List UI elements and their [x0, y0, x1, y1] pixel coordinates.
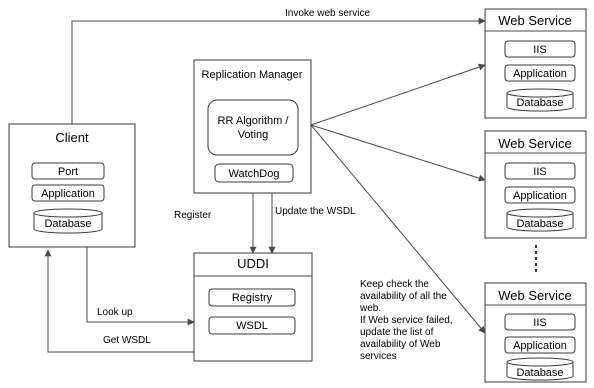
- uddi-wsdl-box: [208, 316, 296, 335]
- web-service-3-application-box: [504, 336, 576, 354]
- web-service-2-database-icon: [506, 208, 574, 232]
- web-service-2-title: Web Service: [498, 136, 571, 151]
- monitor-arrow-ws1: [310, 63, 486, 126]
- client-database-icon: [33, 208, 103, 234]
- web-service-2-application-label: Application: [513, 190, 567, 202]
- uddi-node: UDDI Registry WSDL: [193, 252, 313, 362]
- availability-note: Keep check the availability of all the w…: [359, 279, 453, 362]
- replication-manager-node: Replication Manager RR Algorithm / Votin…: [193, 59, 312, 194]
- web-service-1-database-label: Database: [516, 97, 563, 109]
- web-service-3-node: Web Service IIS Application Database: [484, 282, 587, 383]
- get-wsdl-label: Get WSDL: [103, 335, 151, 346]
- look-up-arrow: [86, 247, 195, 326]
- watchdog-label: WatchDog: [229, 168, 280, 180]
- web-service-3-title: Web Service: [498, 288, 571, 303]
- web-service-2-iis-box: [504, 162, 576, 180]
- note-line-2: availability of all the: [360, 291, 447, 302]
- client-application-box: [31, 184, 105, 202]
- note-line-7: services: [360, 351, 397, 362]
- note-line-6: availability of Web: [360, 339, 441, 350]
- web-service-1-node: Web Service IIS Application Database: [484, 8, 587, 119]
- web-service-3-iis-box: [504, 313, 576, 331]
- web-service-1-iis-box: [504, 40, 576, 58]
- web-service-1-database-icon: [506, 88, 574, 112]
- web-service-3-database-icon: [506, 357, 574, 381]
- rr-algorithm-line1: RR Algorithm /: [218, 115, 290, 127]
- web-service-2-iis-label: IIS: [533, 166, 546, 178]
- more-services-ellipsis: [535, 245, 537, 272]
- note-line-3: web.: [359, 303, 381, 314]
- client-port-box: [31, 162, 105, 180]
- client-database-label: Database: [44, 218, 91, 230]
- monitor-arrow-ws3: [310, 124, 486, 334]
- client-port-label: Port: [58, 166, 78, 178]
- register-label: Register: [174, 210, 212, 221]
- web-service-1-application-box: [504, 64, 576, 82]
- uddi-registry-box: [208, 288, 296, 307]
- replication-manager-title: Replication Manager: [202, 69, 303, 81]
- rr-algorithm-box: [207, 99, 299, 156]
- web-service-1-title: Web Service: [498, 13, 571, 28]
- web-service-2-database-label: Database: [516, 218, 563, 230]
- uddi-wsdl-label: WSDL: [236, 320, 268, 332]
- note-line-4: If Web service failed,: [360, 315, 453, 326]
- web-service-2-application-box: [504, 186, 576, 204]
- web-service-3-iis-label: IIS: [533, 317, 546, 329]
- invoke-web-service-label: Invoke web service: [285, 8, 370, 19]
- client-node: Client Port Application Database: [8, 123, 136, 248]
- web-service-3-application-label: Application: [513, 340, 567, 352]
- invoke-web-service-arrow: [71, 17, 486, 124]
- uddi-title: UDDI: [237, 256, 269, 271]
- get-wsdl-arrow: [44, 249, 194, 353]
- rr-algorithm-line2: Voting: [238, 129, 269, 141]
- web-service-1-iis-label: IIS: [533, 44, 546, 56]
- note-line-5: update the list of: [360, 327, 434, 338]
- note-line-1: Keep check the: [360, 279, 429, 290]
- update-wsdl-label: Update the WSDL: [275, 206, 356, 217]
- web-service-2-node: Web Service IIS Application Database: [484, 130, 587, 239]
- web-service-3-database-label: Database: [516, 367, 563, 379]
- connectors: Invoke web service Register Update the W…: [44, 8, 486, 353]
- uddi-box: [193, 252, 313, 362]
- uddi-registry-label: Registry: [232, 292, 273, 304]
- monitor-arrow-ws2: [310, 124, 486, 182]
- web-service-1-application-label: Application: [513, 68, 567, 80]
- watchdog-box: [214, 163, 294, 183]
- client-application-label: Application: [41, 188, 95, 200]
- look-up-label: Look up: [97, 307, 133, 318]
- client-title: Client: [55, 130, 89, 145]
